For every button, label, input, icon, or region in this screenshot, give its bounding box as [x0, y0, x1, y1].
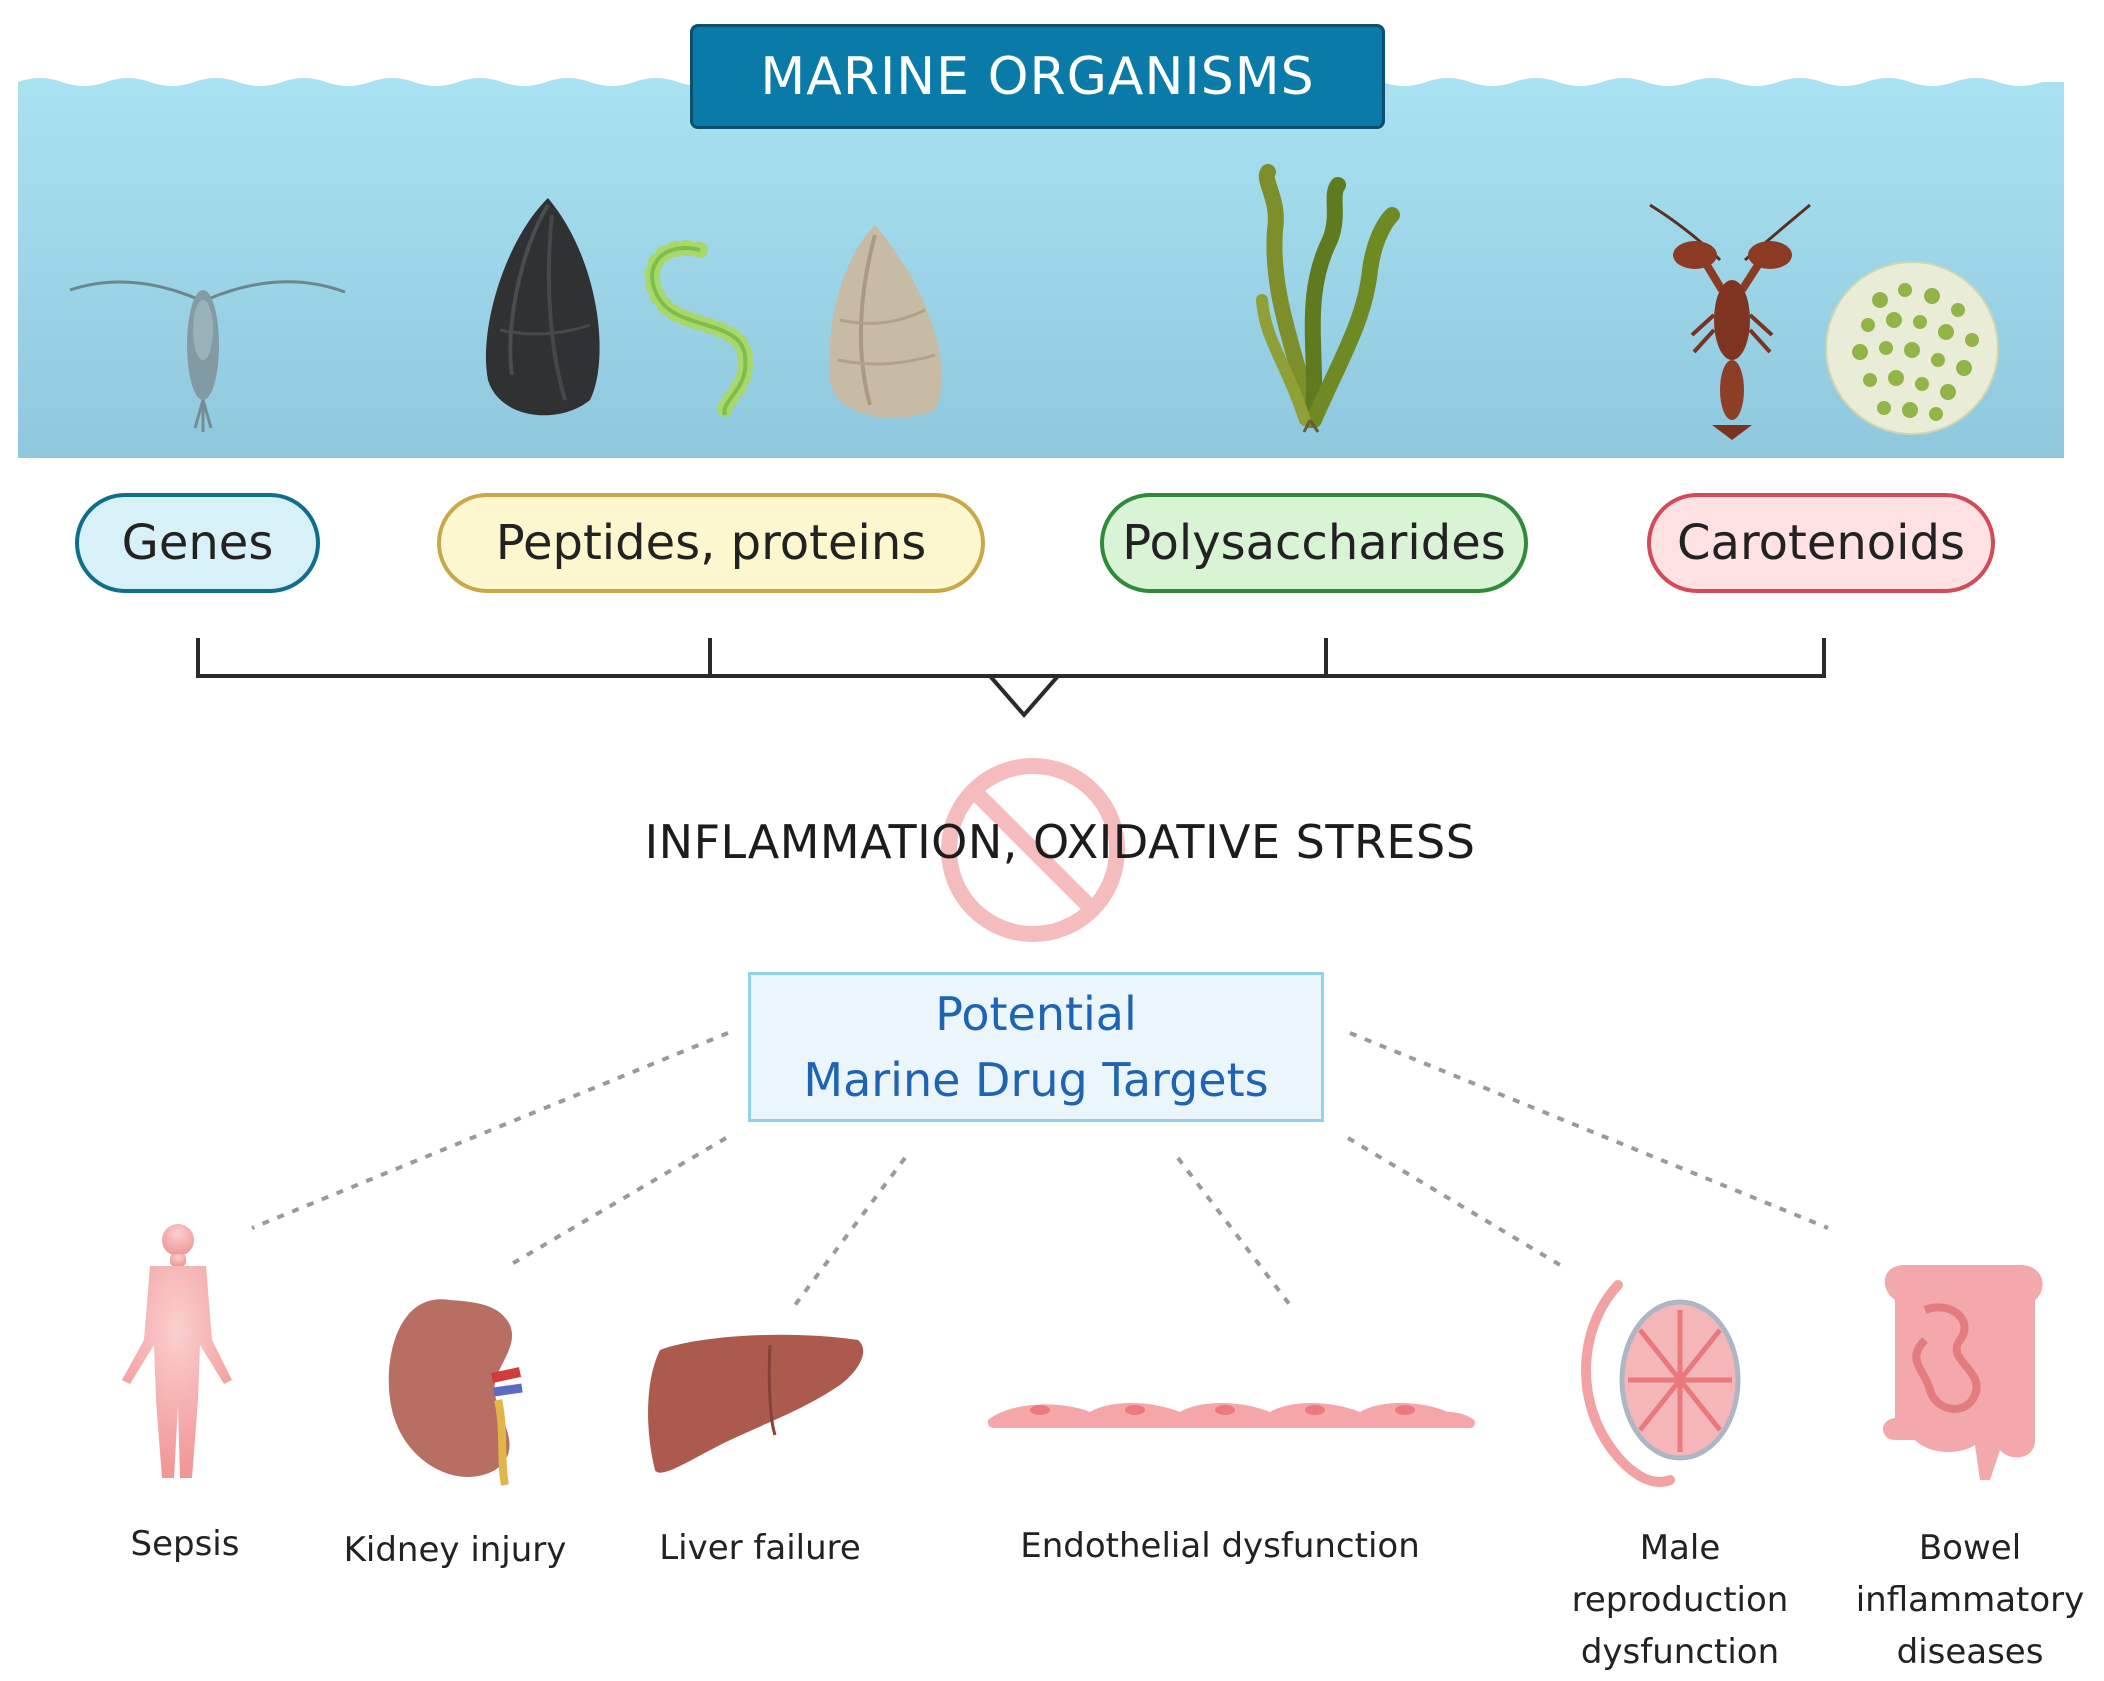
connector-lines: [251, 1031, 1829, 1307]
drug-targets-line1: Potential: [935, 987, 1137, 1041]
compound-genes-label: Genes: [75, 493, 320, 593]
compound-polysaccharides-label: Polysaccharides: [1100, 493, 1528, 593]
spirulina-core: [650, 246, 748, 416]
human-body-icon: [122, 1224, 232, 1478]
condition-bowel-line1: Bowel: [1918, 1528, 2022, 1568]
prohibition-icon: [941, 758, 1125, 942]
testis-icon: [1581, 1280, 1741, 1487]
seaweed-icon: [1256, 164, 1400, 433]
lobster-icon: [1649, 203, 1811, 440]
drug-targets-line2: Marine Drug Targets: [803, 1053, 1269, 1107]
condition-male-line1: Male: [1639, 1528, 1721, 1568]
condition-bowel-line3: diseases: [1896, 1632, 2044, 1672]
condition-bowel: Bowel inflammatory diseases: [1840, 1522, 2100, 1678]
drug-targets-box: Potential Marine Drug Targets: [748, 972, 1324, 1122]
condition-liver: Liver failure: [659, 1528, 861, 1568]
krill-icon: [69, 280, 346, 432]
oyster-icon: [829, 225, 942, 418]
condition-male-reproduction: Male reproduction dysfunction: [1540, 1522, 1820, 1678]
compound-peptides-label: Peptides, proteins: [437, 493, 985, 593]
condition-male-line2: reproduction: [1571, 1580, 1789, 1620]
kidney-icon: [388, 1299, 523, 1486]
condition-kidney: Kidney injury: [343, 1530, 567, 1570]
compound-carotenoids-label: Carotenoids: [1647, 493, 1995, 593]
endothelial-cells-icon: [988, 1403, 1475, 1428]
microalgae-icon: [1825, 261, 1999, 435]
liver-icon: [648, 1334, 864, 1473]
stress-label: INFLAMMATION, OXIDATIVE STRESS: [644, 815, 1476, 869]
condition-male-line3: dysfunction: [1580, 1632, 1780, 1672]
compound-bracket: [196, 638, 1826, 719]
condition-sepsis: Sepsis: [130, 1524, 240, 1564]
condition-bowel-line2: inflammatory: [1855, 1580, 2085, 1620]
header-title: MARINE ORGANISMS: [690, 24, 1385, 129]
mussel-icon: [485, 198, 600, 416]
condition-endothelial: Endothelial dysfunction: [1020, 1526, 1420, 1566]
intestine-icon: [1882, 1265, 2043, 1480]
